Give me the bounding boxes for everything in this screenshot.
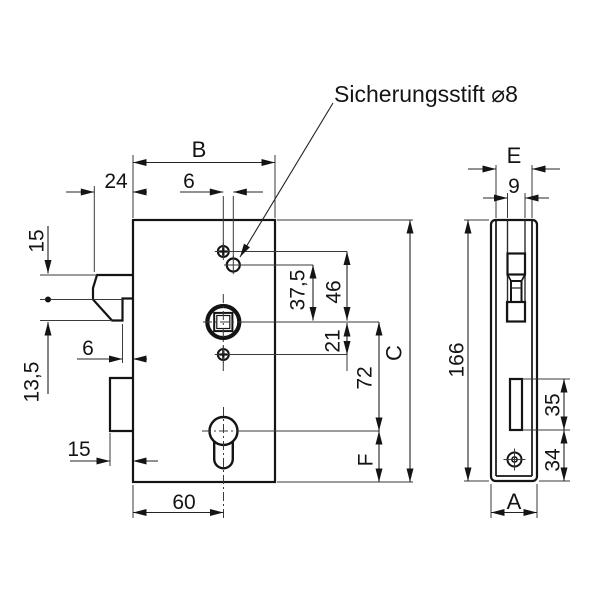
dim-24-label: 24	[104, 170, 128, 193]
annotation-leader: Sicherungsstift ⌀8	[239, 81, 518, 258]
side-view: E 9 166 35 34 A	[445, 143, 570, 518]
dim-6-side-label: 6	[82, 337, 94, 360]
dim-46-label: 46	[322, 280, 345, 303]
dim-6-top-label: 6	[183, 170, 195, 193]
chain-dimension-dot	[45, 296, 51, 303]
front-dimension-lines	[44, 159, 414, 516]
lock-body-outline	[131, 218, 277, 484]
latch-bolt	[91, 273, 133, 322]
bolt-section-upper	[506, 252, 527, 276]
dim-c-label: C	[382, 345, 407, 361]
dim-21-label: 21	[321, 329, 344, 352]
leader-line	[239, 102, 334, 258]
screw-hole-top	[214, 243, 232, 260]
dim-72-label: 72	[353, 366, 376, 389]
guide-block	[108, 376, 133, 433]
bolt-taper	[506, 274, 526, 282]
dim-37-5-label: 37,5	[286, 270, 309, 311]
dim-b-label: B	[192, 137, 207, 162]
bolt-channel	[506, 220, 526, 322]
dim-13-5-label: 13,5	[20, 362, 43, 403]
dim-34-label: 34	[541, 448, 564, 472]
dim-60-label: 60	[172, 491, 195, 514]
side-screw-hole	[503, 448, 526, 471]
dim-a-label: A	[507, 489, 522, 514]
bolt-section-lower	[505, 300, 527, 323]
dim-15-bottom-label: 15	[67, 438, 90, 461]
strike-slot	[508, 377, 524, 432]
part-annotation-label: Sicherungsstift ⌀8	[334, 81, 518, 107]
dim-e-label: E	[507, 143, 522, 168]
bolt-section-middle	[510, 280, 523, 303]
dim-15-left-label: 15	[25, 229, 48, 252]
dim-35-label: 35	[541, 393, 564, 416]
front-view: B 24 6 15 13,5 6 15 60 37,5 46 21 72 C F	[20, 137, 414, 518]
safety-pin-hole	[224, 255, 243, 275]
bolt-mechanism	[505, 252, 527, 323]
side-dimension-lines	[464, 165, 568, 516]
dim-166-label: 166	[445, 342, 468, 377]
dim-9-label: 9	[508, 175, 520, 198]
case-walls	[495, 220, 533, 477]
faceplate-outline	[489, 218, 539, 483]
dim-f-label: F	[354, 454, 377, 467]
